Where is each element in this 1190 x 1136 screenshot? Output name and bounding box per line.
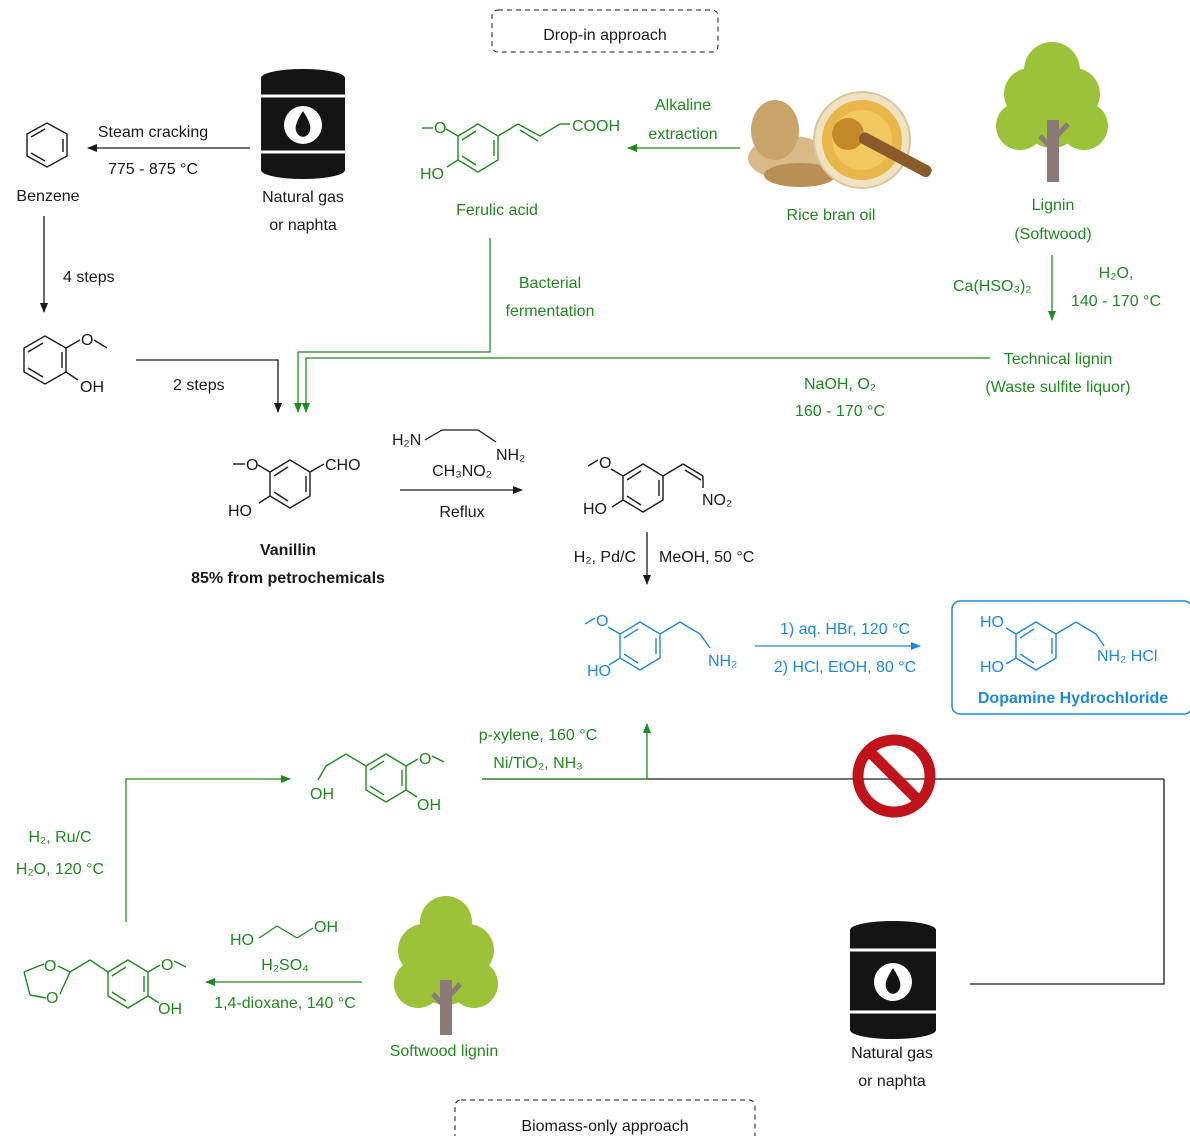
vanillin-structure bbox=[233, 459, 325, 509]
ferulic-cooh: COOH bbox=[572, 118, 620, 135]
methoxytyramine-nh2: NH₂ bbox=[708, 653, 737, 670]
dopamine-ho-1: HO bbox=[980, 614, 1004, 631]
ferulic-ho: HO bbox=[420, 166, 444, 183]
reduction-solvent: MeOH, 50 °C bbox=[659, 549, 754, 566]
softwood-lignin-tree-icon bbox=[394, 896, 498, 1035]
lignin-tree-icon bbox=[996, 42, 1108, 182]
sulfite-condition-2: 140 - 170 °C bbox=[1071, 293, 1161, 310]
dopamine-label: Dopamine Hydrochloride bbox=[978, 690, 1168, 707]
technical-lignin-label: Technical lignin bbox=[1004, 351, 1113, 368]
dopamine-amine-hcl: NH₂ HCl bbox=[1097, 648, 1157, 665]
natural-gas-bottom-label: Natural gas bbox=[851, 1045, 933, 1062]
two-steps-label: 2 steps bbox=[173, 377, 225, 394]
extraction-label: extraction bbox=[648, 126, 717, 143]
vanillin-cho: CHO bbox=[325, 457, 361, 474]
sulfite-reagent: Ca(HSO₃)₂ bbox=[953, 278, 1032, 295]
demethylation-step-1: 1) aq. HBr, 120 °C bbox=[780, 621, 910, 638]
oil-barrel-icon bbox=[261, 69, 345, 179]
acid-catalyst: H₂SO₄ bbox=[261, 957, 308, 974]
sulfite-condition-1: H₂O, bbox=[1099, 265, 1134, 282]
naphta-label: or naphta bbox=[269, 217, 337, 234]
reagent-nitromethane: CH₃NO₂ bbox=[432, 463, 492, 480]
two-steps-arrow bbox=[136, 359, 282, 413]
acetal-o-2: O bbox=[46, 990, 58, 1007]
dopamine-box bbox=[951, 600, 1190, 715]
homovanillyl-oh-ring: OH bbox=[417, 797, 441, 814]
vanillin-ho: HO bbox=[228, 503, 252, 520]
hydrogenation-solvent: H₂O, 120 °C bbox=[16, 861, 104, 878]
ferulic-acid-label: Ferulic acid bbox=[456, 202, 538, 219]
oil-barrel-bottom-icon bbox=[850, 921, 936, 1039]
nitrostyrene-no2: NO₂ bbox=[702, 492, 732, 509]
steam-cracking-label: Steam cracking bbox=[98, 124, 208, 141]
rice-bran-oil-label: Rice bran oil bbox=[787, 207, 876, 224]
vanillin-label: Vanillin bbox=[260, 542, 316, 559]
guaiacol-o: O bbox=[81, 332, 93, 349]
methoxytyramine-ho: HO bbox=[587, 663, 611, 680]
benzene-label: Benzene bbox=[16, 188, 79, 205]
oxidation-reagent: NaOH, O₂ bbox=[804, 376, 876, 393]
ferulic-o: O bbox=[434, 120, 446, 137]
fermentation-arrow bbox=[294, 238, 491, 413]
homovanillyl-o: O bbox=[419, 751, 431, 768]
header-title: Drop-in approach bbox=[543, 27, 667, 44]
sulfite-liquor-label: (Waste sulfite liquor) bbox=[985, 379, 1130, 396]
four-steps-label: 4 steps bbox=[63, 269, 115, 286]
alkaline-label: Alkaline bbox=[655, 97, 711, 114]
acetal-methoxy-o: O bbox=[161, 957, 173, 974]
reflux-label: Reflux bbox=[439, 504, 484, 521]
steam-cracking-temp: 775 - 875 °C bbox=[108, 161, 198, 178]
acetal-o-1: O bbox=[44, 958, 56, 975]
softwood-lignin-label: Softwood lignin bbox=[390, 1043, 499, 1060]
glycol-oh: OH bbox=[314, 919, 338, 936]
acetalization-solvent: 1,4-dioxane, 140 °C bbox=[214, 995, 356, 1012]
acetal-oh: OH bbox=[158, 1001, 182, 1018]
ethylenediamine-structure bbox=[424, 429, 497, 443]
naphta-bottom-label: or naphta bbox=[858, 1073, 926, 1090]
lignin-label: Lignin bbox=[1032, 197, 1075, 214]
acetal-structure bbox=[23, 959, 187, 1009]
nitrostyrene-structure bbox=[587, 459, 704, 513]
amination-condition-1: p-xylene, 160 °C bbox=[479, 727, 597, 744]
methoxytyramine-structure bbox=[584, 617, 711, 671]
hydrogenation-catalyst: H₂, Ru/C bbox=[28, 829, 91, 846]
rice-bran-oil-icon bbox=[748, 91, 932, 189]
nitrostyrene-o: O bbox=[599, 455, 611, 472]
dopamine-structure bbox=[1005, 621, 1105, 671]
footer-box bbox=[454, 1099, 756, 1136]
vanillin-note: 85% from petrochemicals bbox=[191, 570, 385, 587]
nitrostyrene-ho: HO bbox=[583, 501, 607, 518]
hydrogenation-arrow bbox=[125, 775, 291, 922]
amination-condition-2: Ni/TiO₂, NH₃ bbox=[493, 755, 582, 772]
glycol-ho: HO bbox=[230, 932, 254, 949]
reagent-h2n: H₂N bbox=[392, 432, 421, 449]
homovanillyl-oh-chain: OH bbox=[310, 786, 334, 803]
ferulic-acid-structure bbox=[422, 123, 570, 173]
vanillin-o: O bbox=[246, 457, 258, 474]
benzene-structure bbox=[26, 122, 68, 168]
methoxytyramine-o: O bbox=[596, 613, 608, 630]
demethylation-step-2: 2) HCl, EtOH, 80 °C bbox=[774, 659, 916, 676]
guaiacol-structure bbox=[23, 335, 108, 385]
lignin-oxidation-arrow bbox=[302, 357, 990, 413]
dopamine-ho-2: HO bbox=[980, 659, 1004, 676]
connector-line-side bbox=[970, 779, 1165, 985]
reduction-catalyst: H₂, Pd/C bbox=[574, 549, 636, 566]
ethylene-glycol-structure bbox=[258, 925, 314, 939]
bacterial-label: Bacterial bbox=[519, 275, 581, 292]
oxidation-temp: 160 - 170 °C bbox=[795, 403, 885, 420]
reagent-nh2: NH₂ bbox=[496, 447, 525, 464]
guaiacol-oh: OH bbox=[80, 379, 104, 396]
homovanillyl-alcohol-structure bbox=[317, 753, 445, 803]
prohibited-icon bbox=[852, 734, 936, 818]
fermentation-label: fermentation bbox=[506, 303, 595, 320]
natural-gas-label: Natural gas bbox=[262, 189, 344, 206]
footer-title: Biomass-only approach bbox=[521, 1118, 688, 1135]
header-box bbox=[491, 9, 719, 53]
softwood-label: (Softwood) bbox=[1014, 226, 1091, 243]
